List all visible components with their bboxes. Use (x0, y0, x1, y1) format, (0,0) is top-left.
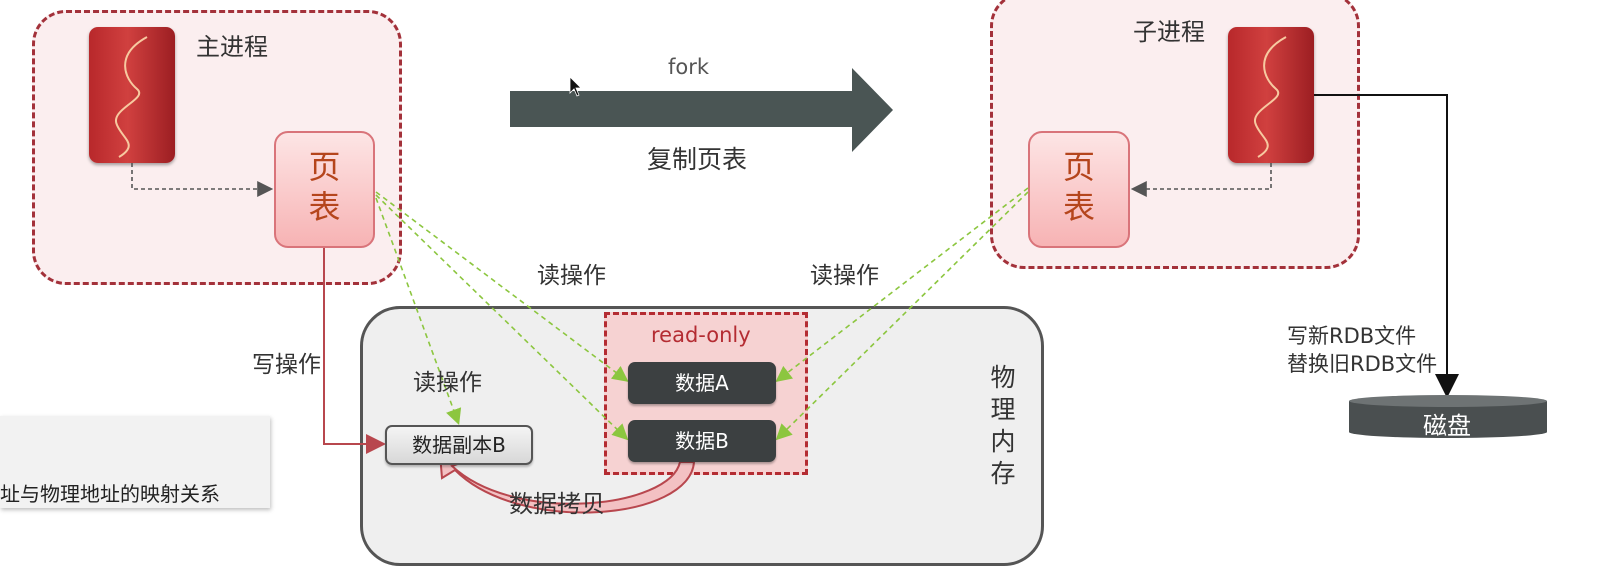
read-arrow-child-to-data-a (775, 187, 1029, 382)
read-operation-label-child: 读操作 (810, 263, 879, 289)
main-page-table: 页 表 (274, 131, 375, 248)
child-process-title: 子进程 (1133, 18, 1205, 46)
mouse-cursor-icon (569, 76, 582, 97)
read-arrow-main-to-data-a (375, 191, 629, 382)
note-text: 址与物理地址的映射关系 (0, 482, 220, 506)
disk-label: 磁盘 (1423, 412, 1471, 440)
physical-memory-label: 物 理 内 存 (988, 362, 1018, 490)
memory-label-char: 理 (990, 395, 1016, 424)
page-table-char-2: 表 (308, 188, 341, 226)
page-table-char-1: 页 (1062, 148, 1095, 186)
child-page-table: 页 表 (1028, 131, 1130, 248)
child-thread-to-page-table-connector (1130, 163, 1272, 197)
main-process-thread-icon (89, 27, 175, 163)
read-operation-label-copy: 读操作 (413, 370, 482, 396)
data-copy-b-block: 数据副本B (385, 425, 533, 465)
replace-old-rdb-label: 替换旧RDB文件 (1287, 352, 1438, 376)
data-a-block: 数据A (628, 362, 776, 404)
data-b-block: 数据B (628, 420, 776, 462)
write-arrow (323, 248, 386, 454)
readonly-label: read-only (651, 323, 751, 347)
read-arrow-main-to-copy-b (375, 197, 462, 426)
fork-caption: 复制页表 (647, 145, 748, 174)
memory-label-char: 物 (990, 363, 1016, 392)
child-process-thread-icon (1228, 27, 1314, 163)
fork-label: fork (668, 55, 710, 79)
main-process-title: 主进程 (196, 33, 268, 61)
connectors-layer (131, 68, 1547, 514)
note-panel: 址与物理地址的映射关系 (0, 416, 270, 508)
read-arrow-child-to-data-b (775, 191, 1029, 441)
write-new-rdb-label: 写新RDB文件 (1287, 324, 1417, 348)
write-operation-label: 写操作 (252, 352, 321, 378)
fork-arrow (510, 68, 893, 152)
disk-icon (1349, 395, 1547, 438)
page-table-char-1: 页 (308, 148, 341, 186)
read-operation-label-main: 读操作 (537, 263, 606, 289)
memory-label-char: 存 (990, 459, 1016, 488)
memory-label-char: 内 (990, 427, 1016, 456)
main-thread-to-page-table-connector (131, 163, 274, 197)
child-to-disk-arrow (1314, 94, 1459, 398)
page-table-char-2: 表 (1062, 188, 1095, 226)
read-arrow-main-to-data-b (375, 194, 629, 441)
data-copy-label: 数据拷贝 (509, 490, 605, 518)
